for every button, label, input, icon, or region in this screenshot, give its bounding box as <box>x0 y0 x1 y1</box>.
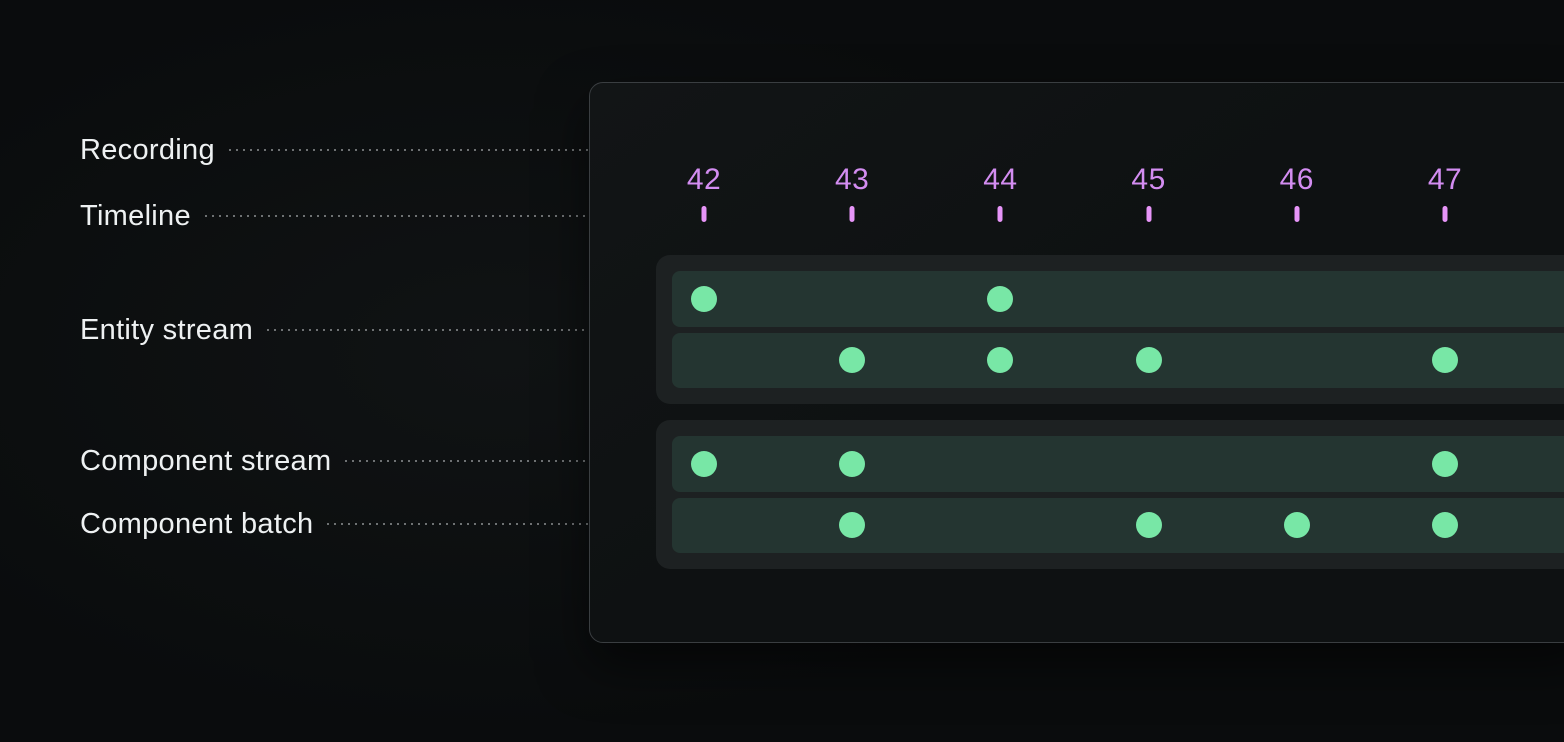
entity-stream-row-2 <box>672 332 1564 388</box>
component-batch-label: Component batch <box>80 508 314 540</box>
event-dot-entity-stream-row-1-t42 <box>691 285 717 312</box>
timeline-value-42: 42 <box>686 163 722 196</box>
timeline-value-46: 46 <box>1279 163 1314 196</box>
component-stream-label: Component stream <box>80 445 332 477</box>
timeline-value-44: 44 <box>983 163 1018 196</box>
event-dot-entity-stream-row-2-t43 <box>839 347 866 374</box>
timeline-value-47: 47 <box>1427 163 1463 196</box>
recording-label: Recording <box>80 134 215 166</box>
event-dot-entity-stream-row-2-t45 <box>1135 347 1162 374</box>
event-dot-component-stream-row-t42 <box>691 450 717 477</box>
timeline-tick-45 <box>1146 206 1152 222</box>
timeline-value-45: 45 <box>1131 163 1166 196</box>
entity-stream-row-1 <box>672 271 1564 327</box>
callout-component-stream: Component stream <box>80 443 672 479</box>
timeline-tick-44 <box>997 206 1003 222</box>
event-dot-entity-stream-row-2-t47 <box>1432 347 1458 374</box>
event-dot-component-stream-row-t47 <box>1432 450 1458 477</box>
entity-stream-group <box>656 255 1564 404</box>
callout-component-batch: Component batch <box>80 506 840 542</box>
event-dot-component-stream-row-t43 <box>839 450 866 477</box>
timeline-tick-47 <box>1442 206 1448 222</box>
component-batch-row <box>672 497 1564 553</box>
timeline-value-43: 43 <box>835 163 870 196</box>
recording-connector-line <box>228 149 588 151</box>
timeline-connector-line <box>204 215 697 217</box>
component-stream-connector-line <box>345 460 672 462</box>
event-dot-entity-stream-row-1-t44 <box>987 285 1014 312</box>
component-stream-group <box>656 420 1564 569</box>
event-dot-component-batch-row-t46 <box>1283 512 1310 539</box>
timeline-tick-42 <box>701 206 707 222</box>
event-dot-component-batch-row-t47 <box>1432 512 1458 539</box>
callout-recording: Recording <box>80 132 588 168</box>
component-batch-connector-line <box>327 523 840 525</box>
component-stream-row <box>672 436 1564 492</box>
event-dot-component-batch-row-t43 <box>839 512 866 539</box>
timeline-tick-46 <box>1294 206 1300 222</box>
callout-timeline: Timeline <box>80 198 697 234</box>
timeline-tick-43 <box>849 206 855 222</box>
callout-entity-stream: Entity stream <box>80 312 655 348</box>
entity-stream-connector-line <box>267 329 655 331</box>
timeline-label: Timeline <box>80 200 191 232</box>
event-dot-entity-stream-row-2-t44 <box>987 347 1014 374</box>
entity-stream-label: Entity stream <box>80 314 254 346</box>
event-dot-component-batch-row-t45 <box>1135 512 1162 539</box>
